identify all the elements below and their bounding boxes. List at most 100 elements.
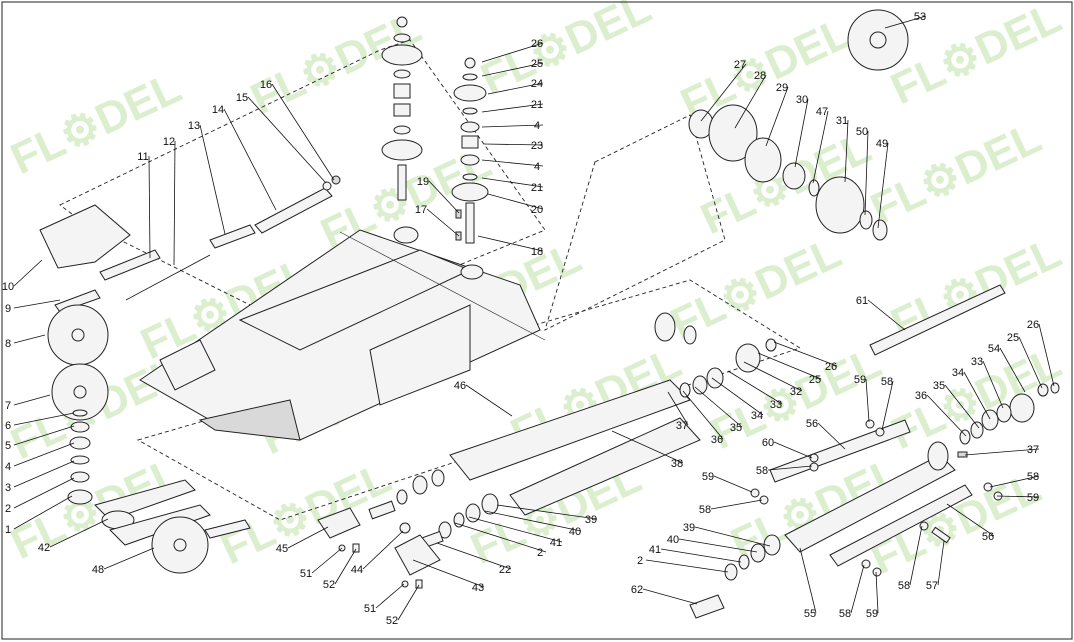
callout-number: 4 xyxy=(534,120,540,132)
chain-part-10 xyxy=(39,204,131,269)
callout-leader-line xyxy=(362,530,404,570)
callout: 19 xyxy=(417,176,460,214)
chassis-bearing-seat-2 xyxy=(460,264,484,280)
callout-number: 17 xyxy=(415,204,427,216)
callout: 14 xyxy=(212,104,277,211)
callout-number: 10 xyxy=(2,281,14,293)
callout-number: 61 xyxy=(856,295,868,307)
washer-25-b xyxy=(1037,383,1049,397)
callout: 8 xyxy=(5,334,46,350)
callout-number: 56 xyxy=(982,531,994,543)
callout-leader-line xyxy=(271,83,335,181)
callout-leader-line xyxy=(877,142,889,229)
callout-number: 3 xyxy=(5,482,11,494)
ring-21 xyxy=(462,107,478,115)
callout: 20 xyxy=(487,193,543,216)
callout-leader-line xyxy=(13,477,75,509)
callout: 62 xyxy=(631,584,698,605)
callout: 2 xyxy=(5,477,75,515)
callout-leader-line xyxy=(865,378,870,423)
callout-leader-line xyxy=(13,495,73,530)
ring-rotor xyxy=(683,325,697,345)
callout-number: 54 xyxy=(988,343,1000,355)
callout-leader-line xyxy=(767,465,813,471)
callout-leader-line xyxy=(875,571,879,614)
callout: 58 xyxy=(699,499,763,516)
callout-number: 51 xyxy=(364,603,376,615)
circlip-2-c xyxy=(724,563,738,581)
callout: 31 xyxy=(836,115,849,183)
callout: 15 xyxy=(236,92,327,184)
callout: 58 xyxy=(881,376,894,431)
callout-leader-line xyxy=(773,441,813,459)
callout: 45 xyxy=(276,526,329,555)
callout-leader-line xyxy=(13,259,43,287)
callout-leader-line xyxy=(199,124,226,235)
callout-number: 2 xyxy=(637,555,643,567)
callout-leader-line xyxy=(247,96,327,184)
nut-16 xyxy=(331,175,341,185)
bracket-45 xyxy=(317,507,361,539)
bolt-59-b xyxy=(750,488,760,498)
bearing-left xyxy=(412,475,428,495)
ring-40-b xyxy=(750,543,766,563)
callout: 58 xyxy=(839,564,865,620)
callout-leader-line xyxy=(13,460,75,488)
bar-61 xyxy=(869,284,1006,356)
nut-top xyxy=(396,16,408,28)
callout: 52 xyxy=(386,584,420,627)
nut-26-c xyxy=(1050,382,1060,394)
callout: 13 xyxy=(188,120,226,235)
callout-leader-line xyxy=(700,63,747,122)
callout-leader-line xyxy=(465,384,513,417)
callout-leader-line xyxy=(667,391,689,426)
callout: 59 xyxy=(996,492,1039,504)
plate-9 xyxy=(54,289,101,313)
bearing-39 xyxy=(481,493,499,515)
bolt-59-a xyxy=(865,419,875,429)
callout: 42 xyxy=(38,518,109,554)
gear-24 xyxy=(453,84,487,102)
callout: 39 xyxy=(496,504,598,526)
ring-35-b xyxy=(970,421,984,439)
callout-leader-line xyxy=(963,371,991,420)
callout-number: 18 xyxy=(531,246,543,258)
callout-leader-line xyxy=(694,386,743,428)
callout: 35 xyxy=(694,386,743,434)
callout: 7 xyxy=(5,394,51,412)
nut-26-b xyxy=(765,338,777,352)
callout-leader-line xyxy=(1038,323,1055,387)
gear-rotor xyxy=(654,312,676,342)
callout-leader-line xyxy=(765,86,789,147)
callout-number: 34 xyxy=(952,367,964,379)
shaft-18 xyxy=(465,202,475,244)
callout: 40 xyxy=(484,510,581,538)
callout-leader-line xyxy=(496,504,598,520)
callout-number: 60 xyxy=(762,437,774,449)
callout-leader-line xyxy=(481,124,544,128)
callout-number: 45 xyxy=(276,543,288,555)
callout-number: 21 xyxy=(531,182,543,194)
callout-number: 1 xyxy=(5,524,11,536)
bolt-52-a xyxy=(352,543,360,553)
callout: 41 xyxy=(468,516,563,549)
callout-layer: 5326252421423421201819172728293047315049… xyxy=(2,11,1055,627)
callout-leader-line xyxy=(487,82,544,95)
callout-leader-line xyxy=(611,430,684,464)
ring-36-b xyxy=(959,429,971,445)
callout: 59 xyxy=(866,571,879,620)
callout-number: 47 xyxy=(816,106,828,118)
callout-number: 49 xyxy=(876,138,888,150)
bracket-43 xyxy=(394,534,441,576)
ring-left-b xyxy=(396,489,408,505)
callout: 1 xyxy=(5,495,73,536)
sprocket-8-hub xyxy=(71,328,85,342)
callout-number: 44 xyxy=(351,564,363,576)
callout: 50 xyxy=(856,126,869,216)
callout-leader-line xyxy=(103,547,155,570)
callout: 2 xyxy=(637,555,729,573)
main-frame xyxy=(139,226,546,441)
tube-55-end xyxy=(927,441,949,471)
callout-leader-line xyxy=(468,516,563,543)
